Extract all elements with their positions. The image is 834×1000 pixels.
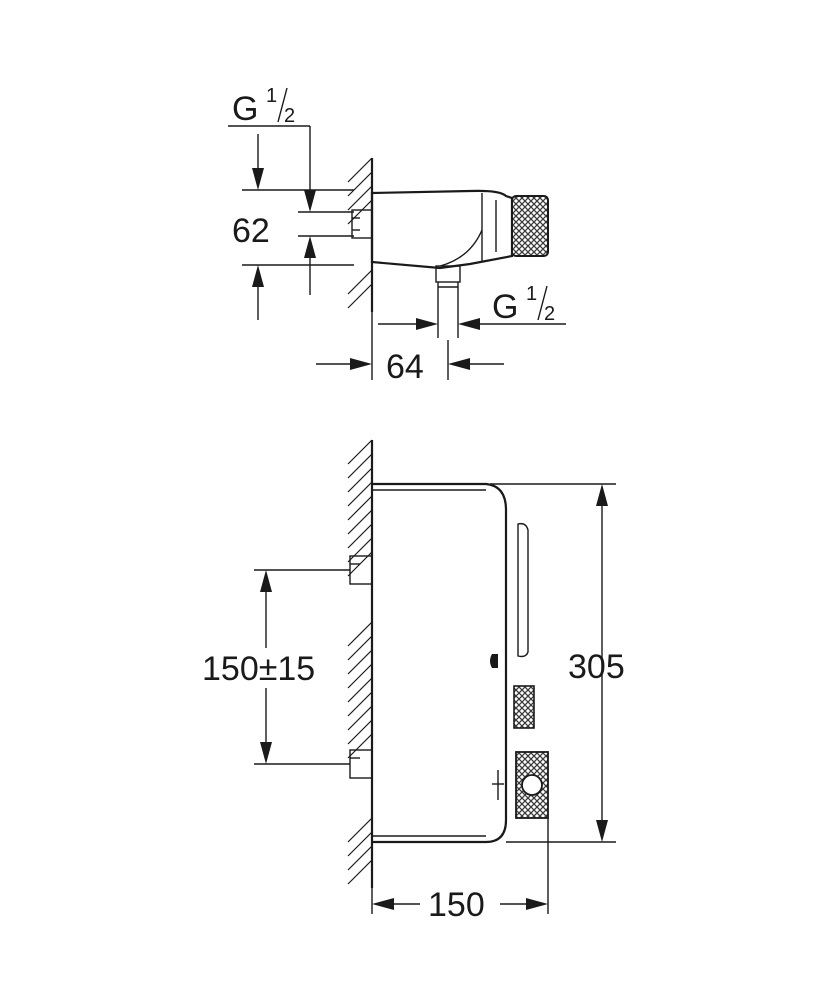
hatch-line <box>347 705 373 731</box>
top-view: 62 G 1 2 G 1 2 64 <box>228 85 566 386</box>
dim-outlet-offset: 64 <box>386 348 424 386</box>
svg-text:G: G <box>492 288 518 326</box>
outlet-thread-label: G 1 2 <box>492 283 555 326</box>
hatch-line <box>347 157 373 183</box>
top-mixer-body <box>370 189 514 270</box>
hatch-line <box>347 649 373 675</box>
front-temperature-knob-icon <box>515 751 549 819</box>
temp-indicator-icon <box>492 770 504 800</box>
hatch-line <box>347 733 373 759</box>
top-knurled-knob-icon <box>511 195 549 257</box>
hatch-line <box>347 621 373 647</box>
hatch-line <box>347 537 373 563</box>
hatch-line <box>347 481 373 507</box>
front-mixer-body <box>372 482 508 844</box>
hatch-line <box>347 467 373 493</box>
front-flow-button <box>490 654 498 668</box>
hatch-line <box>347 171 373 197</box>
hatch-line <box>347 635 373 661</box>
svg-text:1: 1 <box>526 283 537 305</box>
dim-150-lines <box>371 818 549 914</box>
front-wall-hatching <box>347 439 374 888</box>
hatch-line <box>347 283 373 309</box>
dim-centres-bg <box>198 648 332 688</box>
hatch-line <box>347 523 373 549</box>
front-flow-knob-icon <box>513 685 535 729</box>
hatch-line <box>347 719 373 745</box>
hatch-line <box>347 663 373 689</box>
dim-62-lines <box>228 125 354 320</box>
dim-height: 305 <box>568 648 625 686</box>
front-shelf <box>517 522 529 658</box>
hatch-line <box>347 509 373 535</box>
svg-text:1: 1 <box>266 85 277 107</box>
dim-inlet-centres: 150±15 <box>202 650 315 688</box>
top-inlet-stubs <box>351 209 373 239</box>
dim-305-lines <box>490 483 616 843</box>
hatch-line <box>347 495 373 521</box>
front-view: 305 150±15 150 <box>198 439 625 924</box>
front-lower-inlet <box>349 749 373 779</box>
dim-150-15-lines <box>254 569 350 765</box>
svg-text:G: G <box>232 90 258 128</box>
hatch-line <box>347 439 373 465</box>
hatch-line <box>347 845 373 871</box>
hatch-line <box>347 453 373 479</box>
hatch-line <box>347 691 373 717</box>
hatch-line <box>347 185 373 211</box>
top-outlet-nozzle <box>435 265 461 338</box>
dim-64-lines <box>316 312 504 380</box>
hatch-line <box>347 859 373 885</box>
hatch-line <box>347 831 373 857</box>
inlet-thread-label: G 1 2 <box>232 85 295 128</box>
dim-depth: 150 <box>428 886 485 924</box>
hatch-line <box>347 817 373 843</box>
outlet-thread-dim <box>378 318 566 330</box>
hatch-line <box>347 269 373 295</box>
dim-inlet-spacing: 62 <box>232 212 270 250</box>
svg-text:2: 2 <box>284 105 295 127</box>
svg-text:2: 2 <box>544 303 555 325</box>
hatch-line <box>347 677 373 703</box>
